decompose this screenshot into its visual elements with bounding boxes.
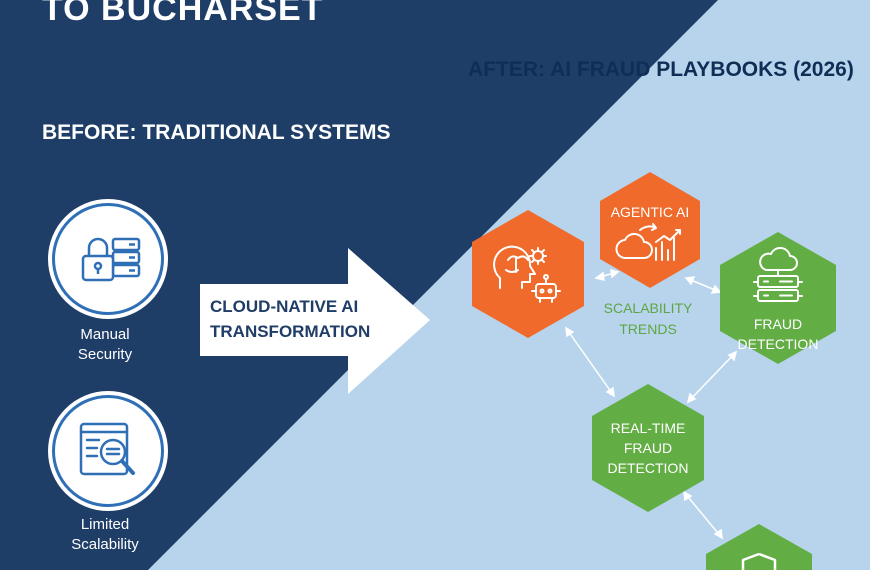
realtime-hexagon-shape [592, 384, 704, 512]
brain-gear-robot-icon [472, 210, 584, 338]
fraud-line: DETECTION [737, 336, 819, 352]
manual-security-circle [52, 203, 164, 315]
cloud-server-icon [720, 232, 836, 364]
realtime-line: REAL-TIME [610, 420, 686, 436]
connector-brain-realtime [565, 327, 615, 397]
arrow-line: TRANSFORMATION [210, 322, 371, 341]
fraud-detection-node: FRAUD DETECTION [720, 232, 836, 364]
scalability-line: SCALABILITY [603, 300, 693, 316]
shield-node [706, 524, 812, 570]
connector-realtime-shield [683, 491, 723, 539]
lock-server-icon [81, 237, 141, 282]
label-line: Manual [80, 326, 130, 343]
manual-security-label: Manual Security [35, 325, 175, 365]
fraud-line: FRAUD [753, 316, 803, 332]
transformation-label: CLOUD-NATIVE AI TRANSFORMATION [210, 294, 390, 344]
agentic-ai-node: AGENTIC AI [600, 172, 700, 288]
connector-fraud-realtime [687, 351, 737, 403]
limited-scalability-label: Limited Scalability [35, 515, 175, 555]
agentic-ai-label: AGENTIC AI [610, 204, 690, 220]
transformation-arrow [200, 248, 430, 394]
magnifier-document-icon [79, 422, 135, 476]
shield-icon [706, 524, 812, 570]
scalability-line: TRENDS [619, 321, 677, 337]
scalability-trends-label: SCALABILITY TRENDS [598, 298, 698, 340]
limited-scalability-circle [52, 395, 164, 507]
fraud-detection-label: FRAUD DETECTION [720, 314, 836, 354]
page-title: TO BUCHARSET [42, 0, 324, 28]
label-line: Scalability [71, 536, 139, 553]
realtime-line: FRAUD [623, 440, 673, 456]
arrow-line: CLOUD-NATIVE AI [210, 297, 359, 316]
label-line: Security [77, 346, 133, 363]
realtime-label: REAL-TIME FRAUD DETECTION [592, 418, 704, 478]
after-heading: AFTER: AI FRAUD PLAYBOOKS (2026) [468, 58, 854, 81]
label-line: Limited [80, 516, 130, 533]
realtime-line: DETECTION [607, 460, 689, 476]
realtime-fraud-detection-node: REAL-TIME FRAUD DETECTION [592, 384, 704, 512]
cloud-growth-chart-icon [600, 172, 700, 288]
ai-brain-node [472, 210, 584, 338]
before-heading: BEFORE: TRADITIONAL SYSTEMS [42, 121, 391, 144]
